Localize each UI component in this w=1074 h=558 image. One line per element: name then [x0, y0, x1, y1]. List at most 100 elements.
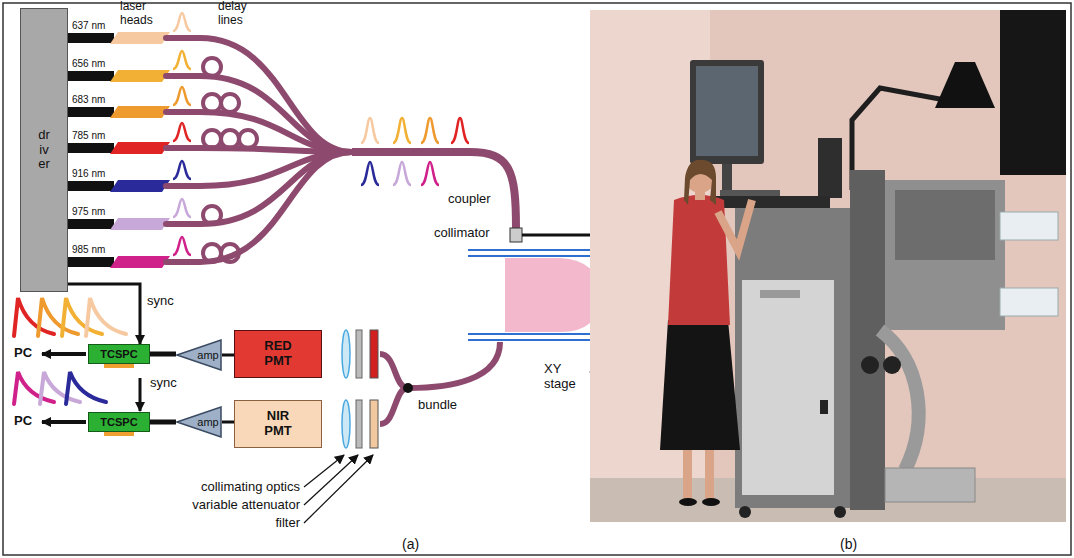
laser-pulse	[173, 161, 191, 179]
laser-pulse	[173, 13, 191, 31]
fiber-bundle	[408, 342, 500, 388]
board-connector	[104, 364, 134, 368]
figure-frame	[3, 3, 1071, 555]
photo	[818, 138, 842, 198]
decay-curve	[62, 298, 102, 336]
driver-box-label: driver	[38, 128, 51, 173]
wavelength-label: 637 nm	[72, 20, 105, 32]
combined-pulse-train	[361, 118, 469, 185]
part-name: collimator	[434, 226, 490, 241]
photo	[660, 320, 740, 450]
photo	[690, 60, 764, 164]
laser-pulse	[173, 51, 191, 69]
delay-loop	[221, 130, 239, 148]
signal-connector	[150, 420, 176, 425]
laser-head	[68, 107, 114, 117]
optical-fiber	[166, 38, 352, 262]
output-label: PC	[14, 414, 32, 429]
output-label: PC	[14, 346, 32, 361]
photo	[850, 170, 885, 510]
tcspc-board: TCSPC	[88, 344, 150, 364]
leader-line	[304, 455, 358, 505]
photo	[684, 160, 716, 205]
laser-head	[110, 142, 170, 154]
photo	[739, 506, 751, 518]
laser-head	[110, 70, 170, 82]
breast-tissue	[505, 258, 600, 332]
tcspc-board-label: TCSPC	[100, 348, 137, 361]
laser-head	[110, 32, 170, 44]
collimating-lens	[342, 400, 350, 448]
laser-head	[110, 218, 170, 230]
photo	[861, 356, 879, 374]
decay-curve	[38, 298, 78, 336]
laser-head	[68, 143, 114, 153]
part-name: laser heads	[120, 0, 164, 28]
collimating-lens	[342, 330, 350, 378]
decay-curve	[86, 298, 126, 336]
combined-pulse-train	[361, 162, 379, 185]
part-name: filter	[275, 516, 300, 531]
photo	[590, 10, 1066, 522]
variable-attenuator	[356, 400, 362, 448]
signal-connector	[222, 354, 234, 357]
photo	[885, 180, 1005, 330]
photo	[720, 190, 780, 196]
board-connector	[104, 432, 134, 436]
collimator-symbol	[510, 228, 522, 242]
photo	[718, 200, 752, 250]
photo	[702, 498, 720, 506]
leader-line	[304, 455, 344, 487]
photo	[895, 190, 995, 260]
part-name: delay lines	[218, 0, 262, 28]
signal-connector	[150, 352, 176, 357]
combined-pulse-train	[421, 162, 439, 185]
delay-loop	[239, 130, 257, 148]
laser-head	[68, 181, 114, 191]
decay-curve	[14, 298, 54, 336]
part-name: XY stage	[544, 362, 584, 392]
leader-line	[304, 455, 373, 523]
optical-fiber	[166, 112, 352, 152]
delay-loop	[203, 58, 257, 262]
wavelength-label: 916 nm	[72, 168, 105, 180]
pmt-detector: NIR PMT	[234, 400, 322, 448]
delay-loop	[221, 94, 239, 112]
optical-fiber	[166, 76, 352, 152]
delay-loop	[221, 244, 239, 262]
bundle-junction	[403, 383, 413, 393]
tcspc-board: TCSPC	[88, 412, 150, 432]
wavelength-label: 985 nm	[72, 244, 105, 256]
combined-pulse-train	[393, 162, 411, 185]
optical-filter	[370, 400, 378, 448]
combined-pulse-train	[393, 118, 411, 143]
optical-filter	[370, 330, 378, 378]
laser-head	[68, 257, 114, 267]
sync-arrow	[139, 378, 142, 411]
optical-fiber	[166, 38, 352, 152]
combined-pulse-train	[361, 118, 379, 143]
fiber-bundle	[380, 354, 408, 388]
laser-head	[68, 219, 114, 229]
laser-pulse	[173, 199, 191, 217]
data-arrow	[42, 420, 86, 424]
wavelength-label: 656 nm	[72, 58, 105, 70]
photo	[1000, 10, 1066, 175]
photo	[880, 330, 919, 470]
delay-loop	[203, 130, 221, 148]
laser-head	[110, 106, 170, 118]
pmt-detector: RED PMT	[234, 330, 322, 378]
amplifier-triangle	[177, 407, 221, 437]
wavelength-label: 975 nm	[72, 206, 105, 218]
optical-fiber	[166, 152, 352, 262]
wavelength-label: 683 nm	[72, 94, 105, 106]
delay-loop	[203, 94, 221, 112]
delay-loop	[203, 206, 221, 224]
fiber-bundle	[380, 342, 500, 424]
photo	[820, 400, 828, 414]
laser-pulse	[173, 123, 191, 141]
photo	[883, 356, 901, 374]
laser-pulse	[173, 237, 191, 255]
delay-loop	[203, 244, 221, 262]
